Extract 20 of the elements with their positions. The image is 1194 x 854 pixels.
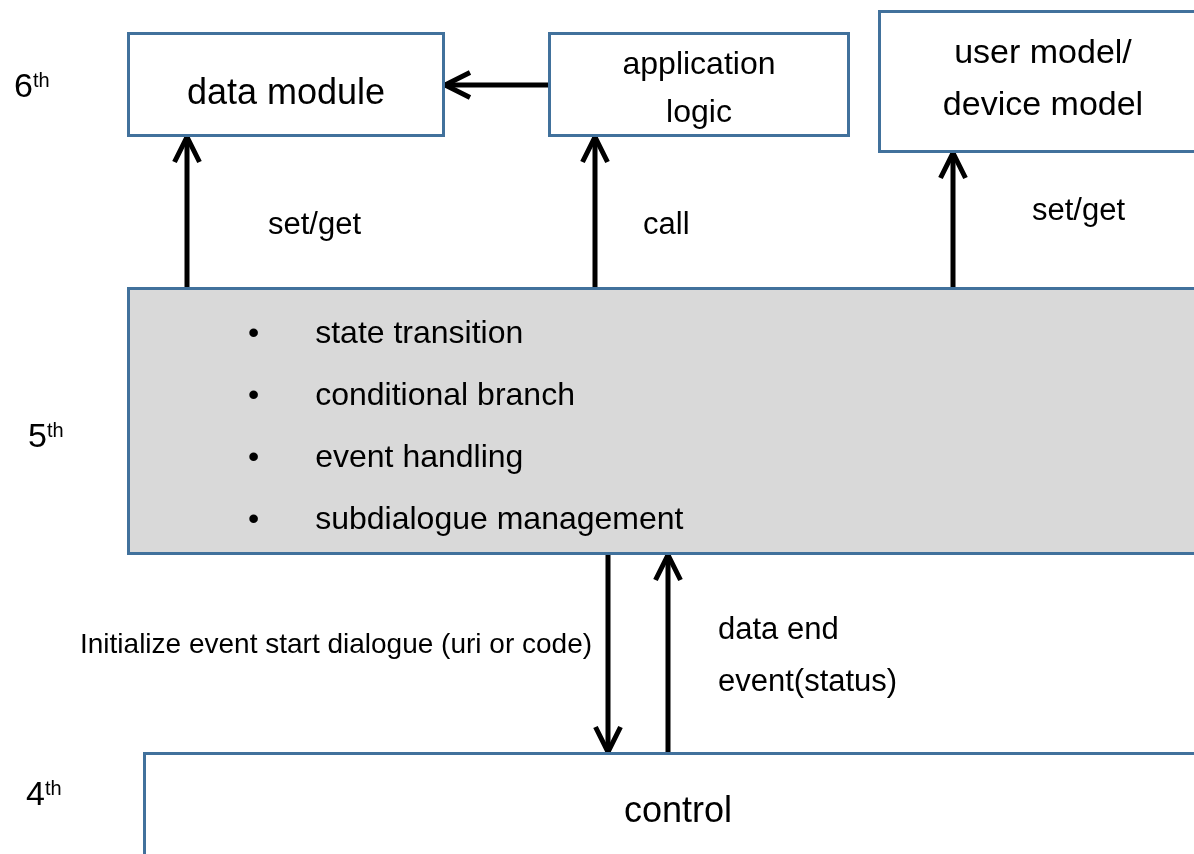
bullet: • bbox=[248, 499, 260, 538]
bullet: • bbox=[248, 375, 260, 414]
module-box bbox=[127, 32, 445, 137]
list-item: subdialogue management bbox=[315, 499, 684, 538]
bullet: • bbox=[248, 313, 260, 352]
process-box bbox=[127, 287, 1194, 555]
list-item: state transition bbox=[315, 313, 525, 352]
box-label: user model/ device model bbox=[941, 31, 1145, 124]
list-item: event handling bbox=[315, 437, 525, 476]
layer-label: 4$^{th}$ bbox=[26, 773, 62, 814]
module-box bbox=[143, 752, 1194, 854]
layer-label: 6$^{th}$ bbox=[14, 65, 50, 106]
box-label: data module bbox=[186, 70, 386, 114]
list-item: conditional branch bbox=[315, 375, 576, 414]
module-box bbox=[878, 10, 1194, 153]
bullet: • bbox=[248, 437, 260, 476]
layer-label: 5$^{th}$ bbox=[28, 415, 64, 456]
module-box bbox=[548, 32, 850, 137]
box-label: control bbox=[623, 788, 733, 832]
box-label: application logic bbox=[621, 44, 777, 131]
